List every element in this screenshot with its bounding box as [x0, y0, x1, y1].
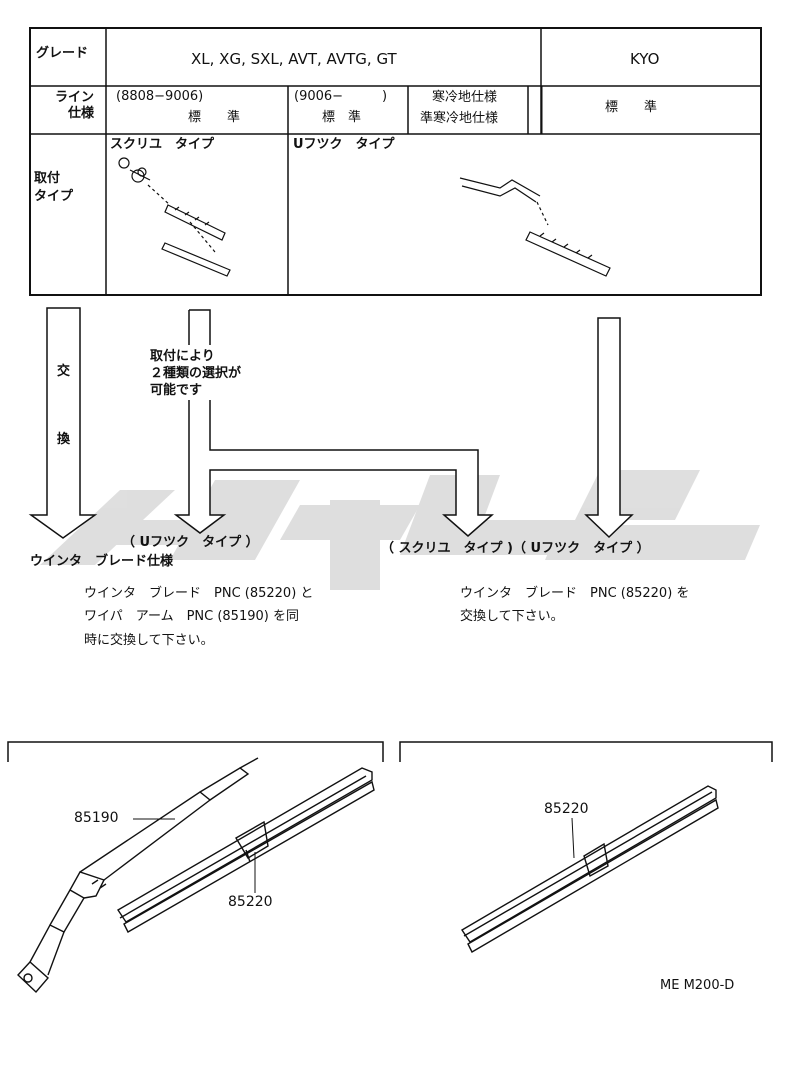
part-number-blade-left: 85220 [228, 894, 273, 910]
spec2-value: 標 準 [322, 110, 362, 125]
mount-screw-type: スクリユ タイプ [110, 137, 215, 152]
instruction-left: ウインタ ブレード PNC (85220) と ワイパ アーム PNC (851… [84, 586, 314, 648]
arrow-kyo [584, 317, 634, 539]
part-number-arm: 85190 [74, 810, 119, 826]
exchange-char-2: 換 [57, 432, 71, 447]
mount-u-hook-type: Uフツク タイプ [293, 137, 395, 152]
arrow-selectable [173, 309, 494, 537]
footer-code: ME M200-D [660, 978, 735, 993]
arrow-exchange [28, 307, 98, 539]
label-u-hook-left: （ Uフツク タイプ ） [122, 535, 259, 550]
grade-kyo: KYO [630, 50, 660, 68]
spec1-period: (8808−9006) [116, 89, 204, 104]
exchange-char-1: 交 [57, 364, 71, 379]
label-screw-and-u-hook: （ スクリユ タイプ )（ Uフツク タイプ ） [381, 541, 650, 556]
spec1-value: 標 準 [188, 110, 241, 125]
part-number-blade-right: 85220 [544, 801, 589, 817]
blade-right-illustration [461, 785, 719, 953]
grades-main: XL, XG, SXL, AVT, AVTG, GT [191, 50, 397, 68]
wiper-arm-illustration [17, 757, 259, 994]
spec3-line2: 準寒冷地仕様 [420, 111, 499, 126]
instruction-right: ウインタ ブレード PNC (85220) を 交換して下さい。 [460, 586, 690, 625]
header-grade-label: グレード [36, 46, 89, 61]
label-winter-blade-spec: ウインタ ブレード仕様 [30, 554, 174, 569]
spec4-value: 標 準 [605, 100, 658, 115]
u-hook-type-sketch [459, 177, 611, 277]
row-spec-label: ライン 仕様 [54, 90, 94, 122]
spec2-period: (9006− ) [294, 89, 388, 104]
screw-type-sketch [118, 157, 231, 277]
selectable-note: 取付により ２種類の選択が 可能です [150, 349, 242, 400]
spec3-line1: 寒冷地仕様 [432, 90, 498, 105]
blade-left-illustration [117, 767, 375, 933]
row-mount-label: 取付 タイプ [34, 171, 74, 204]
